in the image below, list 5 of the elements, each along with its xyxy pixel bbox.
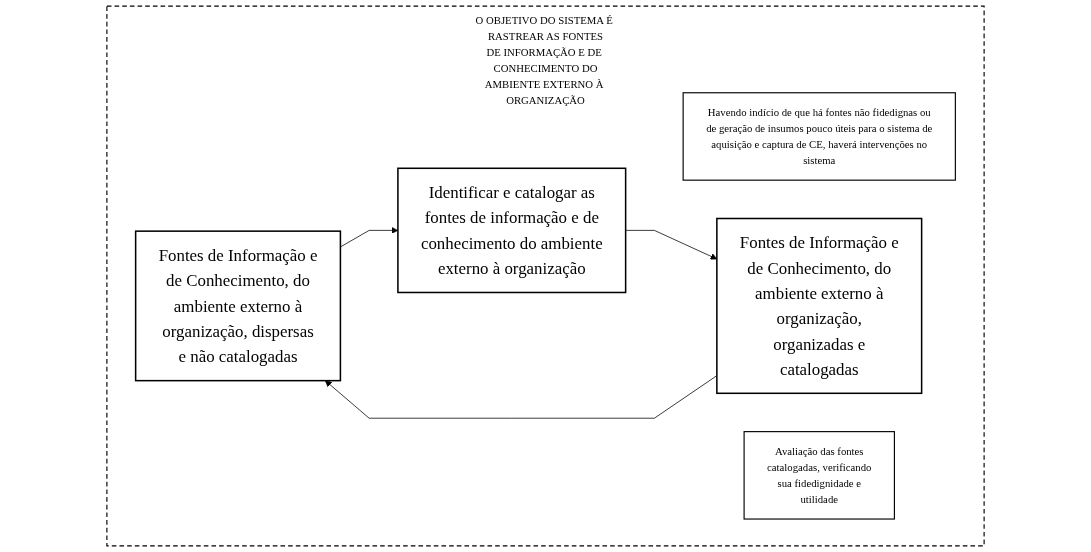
node-box: Havendo indício de que há fontes não fidedignas ou de geração de insumos pouco úteis para o sistema de aquisição e captura de CE, haverá intervenções no sistema	[682, 92, 956, 181]
node-box: Fontes de Informação e de Conhecimento, do ambiente externo à organização, organizadas e catalogadas	[716, 217, 923, 395]
node-box: Identificar e catalogar as fontes de informação e de conhecimento do ambiente externo à organização	[397, 167, 627, 294]
node-box: Avaliação das fontes catalogadas, verificando sua fidedignidade e utilidade	[743, 431, 895, 520]
node-box: Fontes de Informação e de Conhecimento, do ambiente externo à organização, dispersas e não catalogadas	[134, 230, 342, 382]
